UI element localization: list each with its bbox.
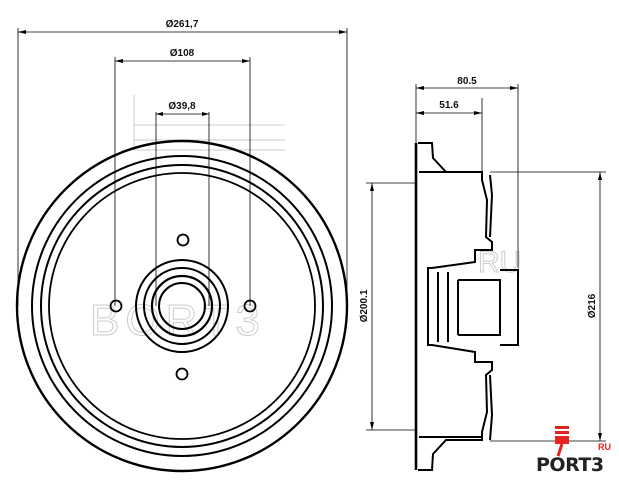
total-height-label: 80.5 [457, 76, 477, 87]
logo-text: PORT3 [536, 454, 604, 476]
watermark: BORT3 RU [90, 95, 522, 346]
brake-diameter-label: Ø200.1 [359, 289, 370, 322]
svg-text:BORT3: BORT3 [90, 296, 266, 345]
bolt-circle-label: Ø108 [170, 48, 195, 59]
front-view [15, 28, 349, 473]
svg-text:RU: RU [478, 246, 521, 279]
side-view [366, 84, 606, 471]
center-bore-label: Ø39,8 [168, 101, 196, 112]
bolt-hole [175, 367, 189, 381]
piston-icon [555, 426, 569, 457]
outer-drum-diameter-label: Ø216 [587, 293, 598, 318]
port3-logo: RU PORT3 [536, 424, 616, 484]
outer-diameter-label: Ø261,7 [166, 19, 199, 30]
inner-depth-label: 51.6 [439, 100, 459, 111]
bolt-hole [176, 233, 190, 247]
logo-suffix: RU [598, 442, 611, 452]
bolt-hole [109, 299, 123, 313]
